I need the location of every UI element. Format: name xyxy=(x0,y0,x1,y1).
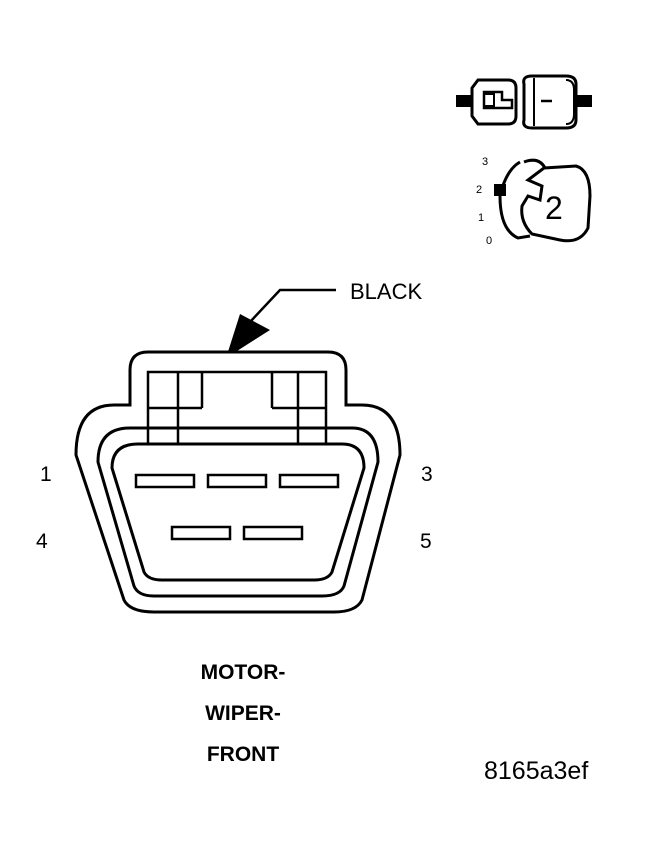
terminal-2 xyxy=(206,473,268,489)
key-position-0: 0 xyxy=(486,235,493,247)
caption-line-2: WIPER- xyxy=(205,702,281,725)
key-position-2: 2 xyxy=(476,184,483,196)
key-position-3: 3 xyxy=(482,156,489,168)
key-selected-number: 2 xyxy=(545,190,563,226)
callout-arrow xyxy=(226,288,336,358)
pin-label-4: 4 xyxy=(36,530,48,553)
color-label: BLACK xyxy=(350,279,423,304)
pin-label-1: 1 xyxy=(40,463,52,486)
terminal-5 xyxy=(242,525,304,541)
terminal-4 xyxy=(170,525,232,541)
connector-body xyxy=(74,350,402,614)
key-position-1: 1 xyxy=(478,212,485,224)
figure-id: 8165a3ef xyxy=(484,757,589,785)
key-position-icon xyxy=(494,158,592,243)
pin-label-5: 5 xyxy=(420,530,432,553)
latch xyxy=(146,370,328,446)
terminal-3 xyxy=(278,473,340,489)
pin-label-3: 3 xyxy=(421,463,433,486)
connector-halves-icon xyxy=(456,74,592,130)
caption-line-1: MOTOR- xyxy=(200,661,286,684)
terminal-1 xyxy=(134,473,196,489)
caption-line-3: FRONT xyxy=(206,743,280,766)
terminals xyxy=(134,473,340,541)
